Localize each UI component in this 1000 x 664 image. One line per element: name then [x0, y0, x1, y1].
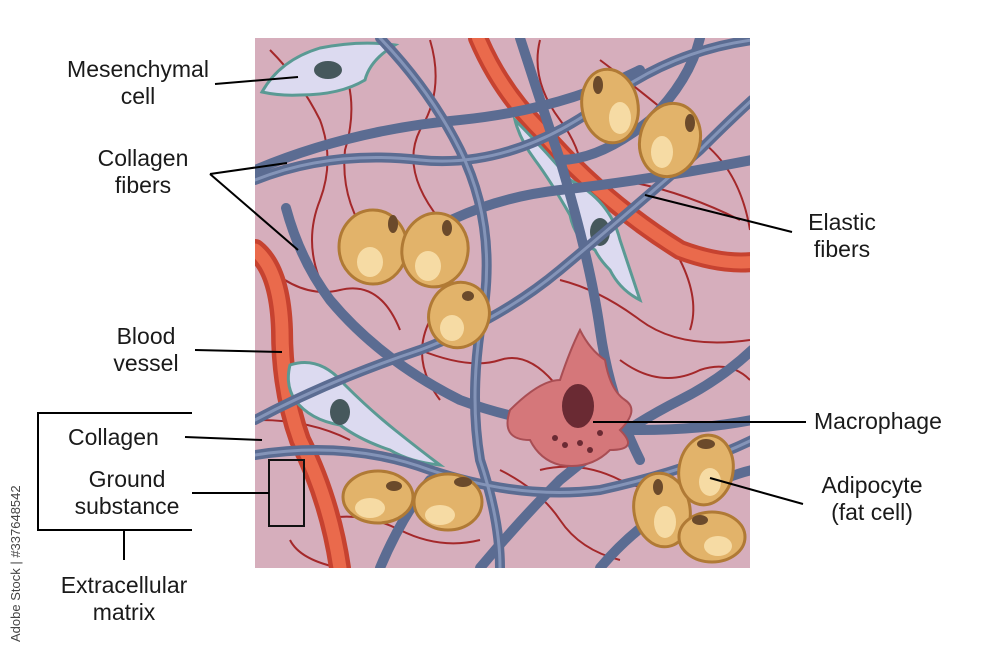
label-collagen-fibers-line1: Collagen — [97, 145, 189, 171]
leader-collagen — [184, 436, 263, 441]
label-ground-substance-line2: substance — [74, 493, 180, 519]
adipocyte-nuclei — [386, 76, 715, 525]
leader-mesenchymal — [214, 76, 299, 85]
label-blood-vessel-line1: Blood — [116, 323, 176, 349]
label-adipocyte: Adipocyte (fat cell) — [804, 472, 940, 526]
label-mesenchymal-cell: Mesenchymal cell — [48, 56, 228, 110]
watermark: Adobe Stock | #337648542 — [6, 420, 32, 660]
label-mesenchymal-line2: cell — [120, 83, 156, 109]
label-collagen-fibers: Collagen fibers — [78, 145, 208, 199]
label-extracellular-matrix: Extracellular matrix — [44, 572, 204, 626]
label-extracellular-line1: Extracellular — [60, 572, 188, 598]
label-elastic-fibers: Elastic fibers — [792, 209, 892, 263]
leader-collagen-fibers-a — [209, 162, 288, 175]
macrophage-cell — [506, 327, 633, 467]
label-extracellular-line2: matrix — [92, 599, 156, 625]
label-elastic-fibers-line2: fibers — [813, 236, 871, 262]
leader-adipocyte — [709, 477, 804, 505]
label-adipocyte-line1: Adipocyte — [821, 472, 923, 498]
label-collagen: Collagen — [68, 424, 159, 450]
leader-elastic-fibers — [644, 194, 793, 233]
label-collagen-fibers-line2: fibers — [114, 172, 172, 198]
leader-lines — [37, 76, 806, 560]
label-ground-substance-line1: Ground — [88, 466, 166, 492]
label-blood-vessel: Blood vessel — [98, 323, 194, 377]
label-mesenchymal-line1: Mesenchymal — [67, 56, 209, 82]
label-macrophage: Macrophage — [814, 408, 942, 434]
adipocyte-highlights — [355, 102, 732, 556]
ecm-bracket — [37, 412, 192, 531]
label-ground-substance: Ground substance — [62, 466, 192, 520]
leader-collagen-fibers-b — [209, 173, 299, 251]
label-blood-vessel-line2: vessel — [113, 350, 179, 376]
watermark-text: Adobe Stock | #337648542 — [8, 485, 23, 642]
leader-blood-vessel — [194, 349, 283, 353]
label-elastic-fibers-line1: Elastic — [808, 209, 876, 235]
label-adipocyte-line2: (fat cell) — [831, 499, 913, 525]
